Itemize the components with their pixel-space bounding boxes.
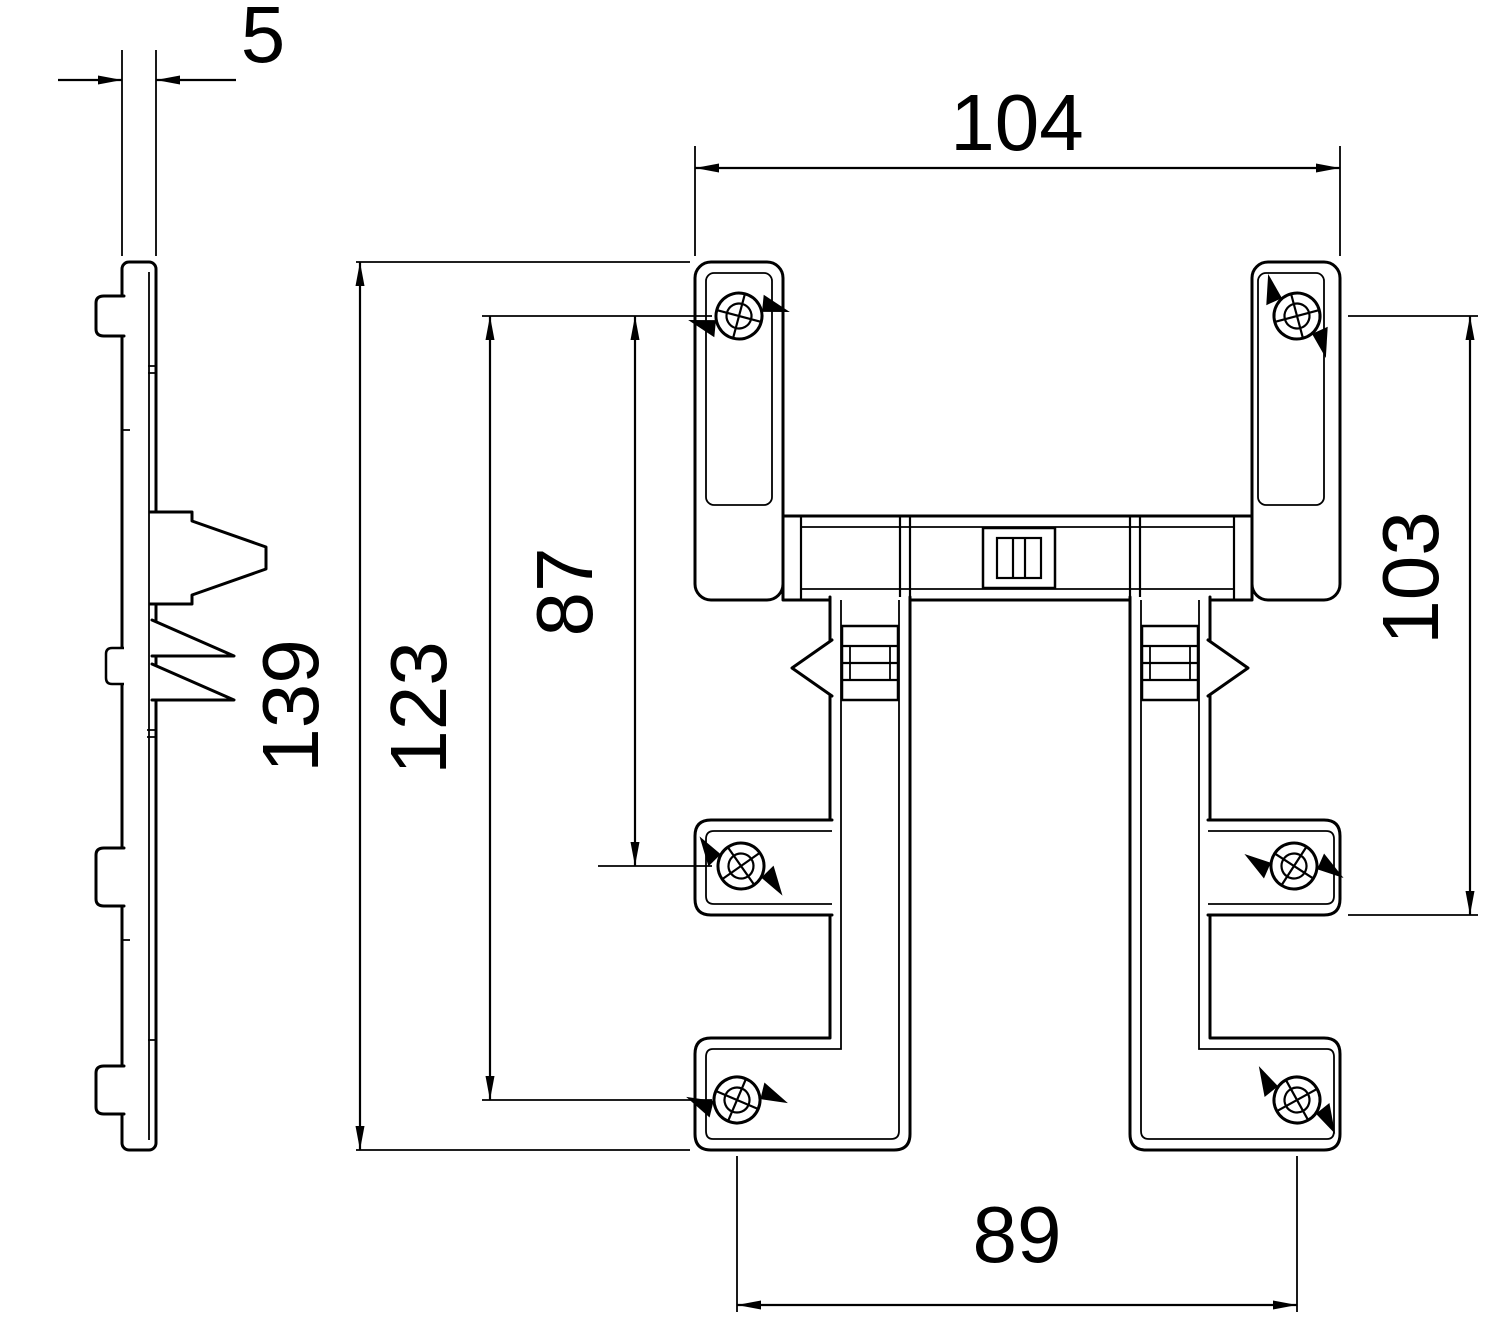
dim-label-right-side-height: 103 — [1366, 511, 1455, 644]
dim-overall-width: 104 — [694, 78, 1341, 256]
left-leg-bottom-arm — [693, 595, 912, 1152]
dim-side-thickness: 5 — [58, 0, 285, 256]
dim-screw-span-upper: 87 — [520, 316, 712, 867]
spigot-profile — [148, 510, 268, 606]
side-view — [94, 260, 268, 1152]
dim-bottom-screw-span: 89 — [736, 1156, 1298, 1312]
dim-label-screw-span-full: 123 — [374, 641, 463, 774]
dim-label-screw-span-upper: 87 — [520, 548, 609, 637]
dim-label-overall-width: 104 — [950, 78, 1083, 167]
barb-profile — [150, 618, 236, 658]
center-latch-detail — [981, 526, 1057, 590]
dim-overall-height: 139 — [246, 261, 690, 1151]
left-spike — [790, 638, 834, 698]
top-left-arm — [693, 260, 785, 602]
barb-profile — [150, 662, 236, 702]
dim-label-overall-height: 139 — [246, 639, 335, 772]
dim-label-thickness: 5 — [241, 0, 286, 79]
dim-right-side-height: 103 — [1348, 315, 1478, 916]
left-rib-detail — [840, 624, 900, 702]
right-spike — [1206, 638, 1250, 698]
dim-screw-span-full: 123 — [374, 315, 712, 1101]
right-leg-bottom-arm — [1128, 595, 1342, 1152]
front-view — [684, 260, 1350, 1152]
right-rib-detail — [1140, 624, 1200, 702]
dim-label-bottom-screw-span: 89 — [973, 1190, 1062, 1279]
top-right-arm — [1250, 260, 1342, 602]
